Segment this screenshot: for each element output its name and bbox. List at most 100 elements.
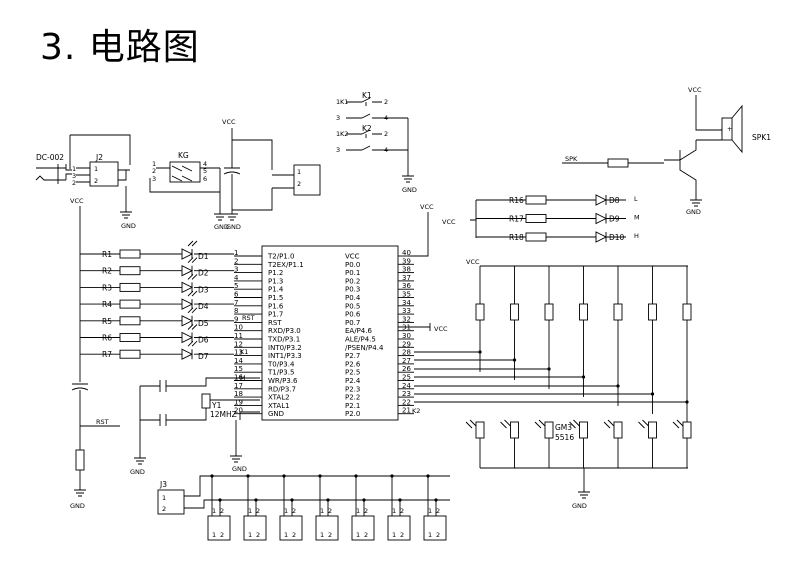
led-icon [595, 212, 608, 225]
photo-sensor-icon [648, 421, 657, 439]
led-label: D1 [198, 252, 209, 261]
pin-name: T2EX/P1.1 [267, 261, 304, 269]
led-icon [595, 194, 608, 206]
pin-number: 29 [402, 340, 411, 348]
sensor-part: 5516 [555, 433, 574, 442]
led-label: D7 [198, 352, 209, 361]
connector-pin: 1 [356, 531, 360, 539]
pin-number: 12 [234, 340, 243, 348]
crystal-freq: 12MHZ [210, 410, 237, 419]
svg-text:2: 2 [297, 180, 301, 188]
svg-text:3: 3 [336, 146, 340, 154]
connector-pin: 1 [284, 507, 288, 515]
pin-name: P2.1 [345, 402, 360, 410]
pin-name: P2.0 [345, 410, 360, 418]
svg-text:2: 2 [384, 98, 388, 106]
pin-number: 15 [234, 365, 243, 373]
pin-name: ALE/P4.5 [345, 336, 376, 344]
resistor-icon [525, 195, 547, 205]
pin-number: 31 [402, 324, 411, 332]
resistor-label: R7 [102, 350, 112, 359]
svg-text:GND: GND [226, 223, 241, 231]
connector-pin: 1 [284, 531, 288, 539]
connector-pin: 2 [256, 507, 260, 515]
crystal-icon [201, 393, 211, 409]
pin-name: P0.6 [345, 311, 361, 319]
svg-text:1: 1 [162, 494, 166, 502]
connector-icon [351, 515, 375, 541]
connector-pin: 1 [320, 507, 324, 515]
led-tag: H [634, 232, 639, 240]
resistor-icon [119, 349, 141, 359]
led-icon [181, 307, 198, 327]
connector-pin: 2 [436, 531, 440, 539]
resistor-label: R3 [102, 283, 112, 292]
pin-name: P0.3 [345, 286, 360, 294]
pin-name: P2.6 [345, 360, 361, 368]
dc-jack-label: DC-002 [36, 153, 64, 162]
pin-name: T2/P1.0 [267, 253, 294, 261]
connector-pin: 2 [328, 531, 332, 539]
k1-label: K1 [362, 91, 372, 100]
dc-jack: DC-002 132 [35, 153, 90, 187]
pin-number: 14 [234, 357, 243, 365]
pin-name: RST [268, 319, 282, 327]
pin-number: 28 [402, 349, 411, 357]
svg-text:VCC: VCC [222, 118, 236, 126]
led-label: D3 [198, 285, 209, 294]
pin-name: P0.1 [345, 269, 360, 277]
resistor-label: R17 [509, 215, 524, 224]
svg-text:VCC: VCC [442, 218, 456, 226]
led-label: D8 [609, 196, 620, 205]
pullup-resistor-icon [682, 303, 692, 321]
sensor-name: GM3 [555, 423, 572, 432]
pin-number: 20 [234, 407, 243, 415]
resistor-icon [119, 266, 141, 276]
pin-name: P0.0 [345, 261, 360, 269]
junction-dot [650, 392, 655, 396]
pin-name: RD/P3.7 [268, 385, 296, 393]
pullup-resistor-icon [648, 303, 657, 321]
pin-number: 6 [234, 291, 239, 299]
pin-name: P2.4 [345, 377, 361, 385]
connector-pin: 1 [428, 507, 432, 515]
junction-dot [581, 375, 586, 379]
pin-number: 34 [402, 299, 411, 307]
pin-name: P1.5 [268, 294, 283, 302]
resistor-label: R6 [102, 334, 112, 343]
led-icon [595, 231, 608, 243]
svg-text:2: 2 [152, 167, 156, 175]
resistor-label: R18 [509, 233, 524, 242]
speaker-icon [721, 117, 733, 141]
pin-name: VCC [345, 253, 360, 261]
j2-label: J2 [95, 153, 103, 162]
svg-text:1: 1 [94, 165, 98, 173]
photo-sensor-icon [475, 421, 485, 439]
svg-text:VCC: VCC [688, 86, 702, 94]
led-label: D2 [198, 269, 209, 278]
svg-text:1: 1 [297, 168, 301, 176]
gnd-label: GND [121, 222, 136, 230]
svg-text:6: 6 [203, 175, 207, 183]
svg-text:VCC: VCC [434, 325, 448, 333]
pin-name: P1.3 [268, 277, 283, 285]
pin-name: WR/P3.6 [268, 377, 298, 385]
resistor-icon [119, 249, 141, 259]
svg-text:GND: GND [402, 186, 417, 194]
pin-name: P2.7 [345, 352, 360, 360]
pin-number: 5 [234, 282, 238, 290]
connector-pin: 1 [248, 507, 252, 515]
connector-icon [315, 515, 339, 541]
k2-label: K2 [362, 124, 372, 133]
pin-name: XTAL2 [268, 394, 290, 402]
pin-name: P0.2 [345, 277, 360, 285]
speaker-label: SPK1 [752, 133, 771, 142]
photo-sensor-icon [510, 421, 519, 439]
resistor-icon [525, 214, 547, 223]
svg-text:5: 5 [203, 167, 207, 175]
pin-name: T0/P3.4 [267, 360, 295, 368]
vcc-decoupling: VCC GND 1 2 [222, 118, 321, 231]
